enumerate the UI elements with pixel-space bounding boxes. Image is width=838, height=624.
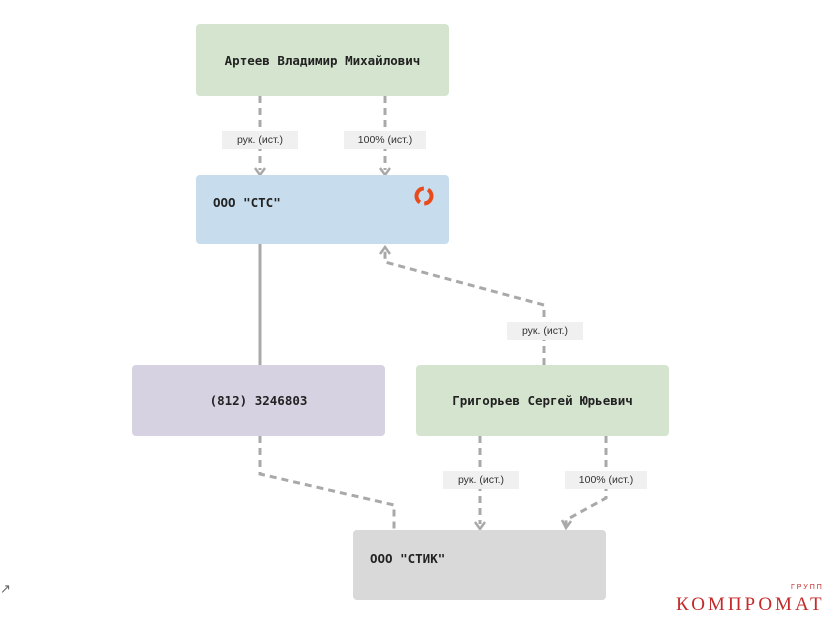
edge-phone-stik xyxy=(258,436,396,530)
node-person-artev[interactable]: Артеев Владимир Михайлович xyxy=(196,24,449,96)
edge-label-artev-sts-ruk: рук. (ист.) xyxy=(222,131,298,149)
node-phone-label: (812) 3246803 xyxy=(209,393,308,408)
edge-grigoriev-sts-ruk xyxy=(383,250,546,365)
edge-label-grigoriev-stik-share: 100% (ист.) xyxy=(565,471,647,489)
kompromat-watermark-logo: КОМПРОМАТ ГРУПП xyxy=(676,584,836,616)
edge-label-grigoriev-sts-ruk: рук. (ист.) xyxy=(507,322,583,340)
liquidation-status-icon xyxy=(414,186,434,206)
node-org-sts[interactable]: ООО "СТС" xyxy=(196,175,449,244)
node-org-stik-label: ООО "СТИК" xyxy=(370,551,446,566)
node-person-grigoriev[interactable]: Григорьев Сергей Юрьевич xyxy=(416,365,669,436)
edge-grigoriev-stik-share xyxy=(564,436,608,526)
expand-arrow-icon[interactable]: ↗ xyxy=(0,582,11,597)
watermark-small-text: ГРУПП xyxy=(791,584,824,591)
node-person-artev-label: Артеев Владимир Михайлович xyxy=(224,52,421,68)
edge-label-artev-sts-share: 100% (ист.) xyxy=(344,131,426,149)
node-phone[interactable]: (812) 3246803 xyxy=(132,365,385,436)
node-org-stik[interactable]: ООО "СТИК" xyxy=(353,530,606,600)
edge-label-grigoriev-stik-ruk: рук. (ист.) xyxy=(443,471,519,489)
watermark-main-text: КОМПРОМАТ xyxy=(676,594,825,615)
node-org-sts-label: ООО "СТС" xyxy=(213,195,281,210)
node-person-grigoriev-label: Григорьев Сергей Юрьевич xyxy=(452,393,633,408)
